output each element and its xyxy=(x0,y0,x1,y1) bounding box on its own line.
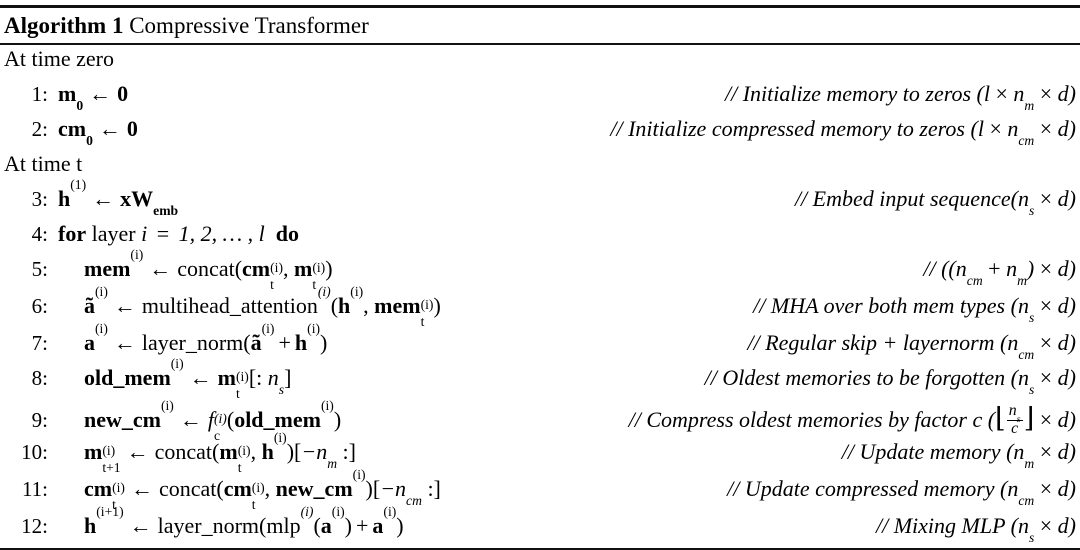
algorithm-header: Algorithm 1 Compressive Transformer xyxy=(0,8,1080,43)
algorithm-line-8: 8: old_mem(i)←m(i)t[: ns] // Oldest memo… xyxy=(0,356,1080,402)
algorithm-title: Compressive Transformer xyxy=(129,13,369,38)
row-statement-11: cm(i)t←concat(cm(i)t, new_cm(i))[−ncm :] xyxy=(84,467,441,512)
row-statement-12: h(i+1)←layer_norm(mlp(i)(a(i))+a(i)) xyxy=(84,504,404,538)
row-statement-8: old_mem(i)←m(i)t[: ns] xyxy=(84,356,292,401)
row-statement-10: m(i)t+1←concat(m(i)t, h(i))[−nm :] xyxy=(84,430,356,475)
section-label-at-time-zero: At time zero xyxy=(4,46,114,71)
row-comment-2: // Initialize compressed memory to zeros… xyxy=(610,116,1076,149)
row-comment-6: // MHA over both mem types (ns × d) xyxy=(753,293,1076,326)
algorithm-line-7: 7: a(i)←layer_norm(ã(i)+h(i)) // Regular… xyxy=(0,321,1080,365)
row-number-4: 4: xyxy=(31,222,48,246)
algorithm-line-9: 9: new_cm(i)←f(i)c(old_mem(i)) // Compre… xyxy=(0,399,1080,442)
row-number-5: 5: xyxy=(31,257,48,281)
row-statement-4: for layer i = 1, 2, … , l do xyxy=(58,221,300,246)
row-comment-7: // Regular skip + layernorm (ncm × d) xyxy=(747,330,1076,363)
row-number-3: 3: xyxy=(31,187,48,211)
algorithm-body: 0: At time zero 1: m0←0 // Initialize me… xyxy=(0,45,1080,548)
section-at-time-t: 0: At time t xyxy=(0,151,1080,186)
algorithm-line-10: 10: m(i)t+1←concat(m(i)t, h(i))[−nm :] /… xyxy=(0,430,1080,476)
algorithm-line-11: 11: cm(i)t←concat(cm(i)t, new_cm(i))[−nc… xyxy=(0,467,1080,513)
algorithm-line-6: 6: ã(i)←multihead_attention(i)(h(i), mem… xyxy=(0,284,1080,330)
row-number-2: 2: xyxy=(31,117,48,141)
row-comment-5: // ((ncm + nm) × d) xyxy=(923,256,1076,289)
row-number-8: 8: xyxy=(31,366,48,390)
algorithm-line-2: 2: cm0←0 // Initialize compressed memory… xyxy=(0,116,1080,151)
algorithm-line-5: 5: mem(i)←concat(cm(i)t, m(i)t) // ((ncm… xyxy=(0,247,1080,293)
row-statement-5: mem(i)←concat(cm(i)t, m(i)t) xyxy=(84,247,333,292)
algorithm-line-4: 4: for layer i = 1, 2, … , l do xyxy=(0,221,1080,256)
algorithm-number-label: Algorithm 1 xyxy=(4,13,124,38)
row-comment-3: // Embed input sequence(ns × d) xyxy=(794,186,1076,219)
row-number-6: 6: xyxy=(31,294,48,318)
row-number-12: 12: xyxy=(21,514,48,538)
row-statement-1: m0←0 xyxy=(58,81,129,114)
row-number-10: 10: xyxy=(21,440,48,464)
row-comment-1: // Initialize memory to zeros (l × nm × … xyxy=(724,81,1076,114)
row-comment-12: // Mixing MLP (ns × d) xyxy=(875,513,1076,546)
section-label-at-time-t: At time t xyxy=(4,151,83,176)
row-statement-9: new_cm(i)←f(i)c(old_mem(i)) xyxy=(84,398,342,443)
algorithm-line-12: 12: h(i+1)←layer_norm(mlp(i)(a(i))+a(i))… xyxy=(0,504,1080,548)
row-statement-2: cm0←0 xyxy=(58,116,138,149)
row-number-9: 9: xyxy=(31,408,48,432)
algorithm-line-1: 1: m0←0 // Initialize memory to zeros (l… xyxy=(0,81,1080,116)
row-statement-3: h(1)←xWemb xyxy=(58,177,179,219)
row-comment-8: // Oldest memories to be forgotten (ns ×… xyxy=(704,365,1076,398)
row-number-1: 1: xyxy=(31,82,48,106)
rule-header xyxy=(0,43,1080,45)
row-comment-9: // Compress oldest memories by factor c … xyxy=(628,402,1076,437)
row-comment-11: // Update compressed memory (ncm × d) xyxy=(727,476,1076,509)
row-comment-10: // Update memory (nm × d) xyxy=(841,439,1076,472)
algorithm-line-3: 3: h(1)←xWemb // Embed input sequence(ns… xyxy=(0,177,1080,221)
algorithm-block: Algorithm 1 Compressive Transformer 0: A… xyxy=(0,5,1080,550)
section-at-time-zero: 0: At time zero xyxy=(0,46,1080,81)
row-statement-7: a(i)←layer_norm(ã(i)+h(i)) xyxy=(84,321,328,355)
row-number-11: 11: xyxy=(21,477,48,501)
row-statement-6: ã(i)←multihead_attention(i)(h(i), mem(i)… xyxy=(84,284,441,329)
rule-top xyxy=(0,5,1080,8)
row-number-7: 7: xyxy=(31,331,48,355)
